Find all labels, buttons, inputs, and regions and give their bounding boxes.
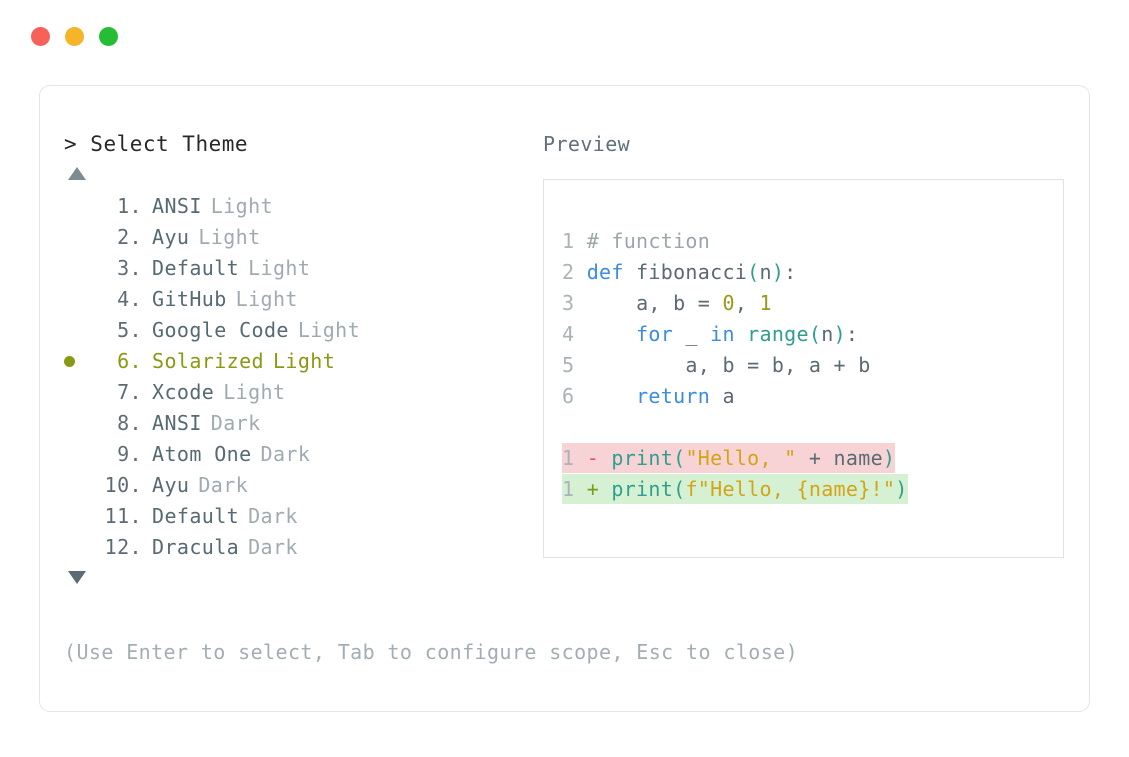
code-line: 3 a, b = 0, 1	[562, 291, 772, 315]
code-line: 1 # function	[562, 229, 711, 253]
theme-item-variant: Light	[210, 194, 273, 218]
theme-item-name: Default	[152, 256, 240, 280]
theme-item-index: 6.	[117, 349, 142, 373]
prompt-symbol: >	[64, 132, 91, 156]
diff-line-deleted: 1 - print("Hello, " + name)	[562, 443, 1063, 474]
theme-list-item[interactable]: 2. Ayu Light	[64, 222, 534, 253]
theme-list-item[interactable]: 3. Default Light	[64, 253, 534, 284]
theme-item-index: 5.	[117, 318, 142, 342]
preview-panel: Preview 1 # function 2 def fibonacci(n): 3…	[543, 131, 1067, 558]
theme-item-index: 8.	[117, 411, 142, 435]
selection-bullet-cell	[64, 470, 90, 501]
code-block: 1 # function 2 def fibonacci(n): 3 a, b = …	[562, 226, 1063, 412]
selection-bullet-cell	[64, 284, 90, 315]
theme-item-variant: Light	[248, 256, 311, 280]
theme-item-name: ANSI	[152, 194, 202, 218]
theme-item-name: Ayu	[152, 225, 190, 249]
theme-item-name: ANSI	[152, 411, 202, 435]
minimize-button[interactable]	[65, 27, 84, 46]
theme-item-name: Solarized	[152, 349, 264, 373]
theme-item-variant: Light	[235, 287, 298, 311]
theme-item-variant: Dark	[198, 473, 249, 497]
diff-line-added: 1 + print(f"Hello, {name}!")	[562, 474, 1063, 505]
selection-bullet-cell	[64, 408, 90, 439]
code-line: 2 def fibonacci(n):	[562, 260, 797, 284]
window-traffic-lights	[31, 27, 118, 46]
selection-bullet-cell	[64, 501, 90, 532]
keyboard-hint: (Use Enter to select, Tab to configure s…	[64, 640, 799, 664]
theme-item-index: 11.	[104, 504, 142, 528]
theme-item-index: 10.	[104, 473, 142, 497]
preview-title: Preview	[543, 132, 631, 156]
theme-item-index: 2.	[117, 225, 142, 249]
theme-list-item[interactable]: 12. Dracula Dark	[64, 532, 534, 563]
theme-item-name: Dracula	[152, 535, 240, 559]
theme-item-variant: Dark	[248, 504, 298, 528]
code-line: 6 return a	[562, 384, 735, 408]
scroll-up-icon[interactable]	[68, 167, 86, 180]
theme-item-name: Xcode	[152, 380, 215, 404]
theme-item-name: Google Code	[152, 318, 289, 342]
selection-bullet-cell	[64, 191, 90, 222]
theme-list-item[interactable]: 7. Xcode Light	[64, 377, 534, 408]
theme-list-item[interactable]: 6. Solarized Light	[64, 346, 534, 377]
theme-item-name: Atom One	[152, 442, 252, 466]
selected-bullet-icon	[64, 356, 75, 367]
scroll-down-icon[interactable]	[68, 571, 86, 584]
code-line: 4 for _ in range(n):	[562, 322, 859, 346]
theme-item-variant: Dark	[210, 411, 261, 435]
theme-item-name: GitHub	[152, 287, 227, 311]
theme-item-index: 1.	[117, 194, 142, 218]
theme-item-name: Default	[152, 504, 240, 528]
selection-bullet-cell	[64, 377, 90, 408]
theme-item-index: 9.	[117, 442, 142, 466]
page-title-text: Select Theme	[90, 132, 249, 156]
selection-bullet-cell	[64, 439, 90, 470]
selection-bullet-cell	[64, 253, 90, 284]
close-button[interactable]	[31, 27, 50, 46]
theme-item-name: Ayu	[152, 473, 190, 497]
theme-list-item[interactable]: 4. GitHub Light	[64, 284, 534, 315]
theme-item-variant: Dark	[248, 535, 298, 559]
theme-list-item[interactable]: 8. ANSI Dark	[64, 408, 534, 439]
theme-item-index: 3.	[117, 256, 142, 280]
diff-block: 1 - print("Hello, " + name)1 + print(f"H…	[562, 443, 1063, 505]
theme-item-index: 7.	[117, 380, 142, 404]
theme-item-variant: Light	[223, 380, 286, 404]
theme-list-item[interactable]: 10. Ayu Dark	[64, 470, 534, 501]
theme-list-item[interactable]: 9. Atom One Dark	[64, 439, 534, 470]
selection-bullet-cell	[64, 315, 90, 346]
code-preview-box: 1 # function 2 def fibonacci(n): 3 a, b = …	[543, 179, 1064, 558]
code-line: 5 a, b = b, a + b	[562, 353, 871, 377]
theme-list-item[interactable]: 5. Google Code Light	[64, 315, 534, 346]
maximize-button[interactable]	[99, 27, 118, 46]
theme-item-variant: Light	[198, 225, 261, 249]
selection-bullet-cell	[64, 222, 90, 253]
theme-list-item[interactable]: 1. ANSI Light	[64, 191, 534, 222]
theme-item-variant: Dark	[260, 442, 311, 466]
theme-item-index: 12.	[104, 535, 142, 559]
theme-item-variant: Light	[272, 349, 336, 373]
selection-bullet-cell	[64, 346, 90, 377]
theme-item-index: 4.	[117, 287, 142, 311]
selection-bullet-cell	[64, 532, 90, 563]
theme-item-variant: Light	[297, 318, 361, 342]
page-title: > Select Theme	[64, 131, 534, 157]
theme-list-item[interactable]: 11. Default Dark	[64, 501, 534, 532]
